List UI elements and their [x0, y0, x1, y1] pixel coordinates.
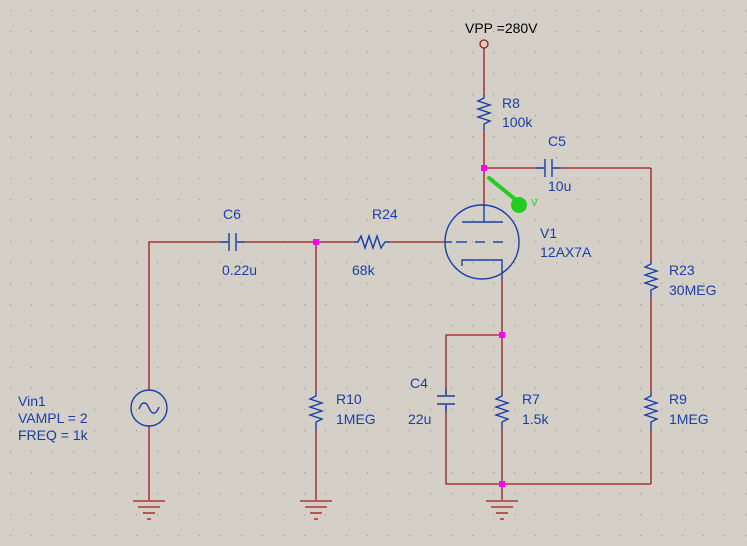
resistor-r10[interactable]: R10 1MEG [307, 391, 376, 430]
r9-name: R9 [669, 391, 687, 407]
source-amplitude: VAMPL = 2 [18, 410, 88, 426]
c6-name: C6 [223, 206, 241, 222]
c5-name: C5 [548, 133, 566, 149]
capacitor-c5[interactable]: C5 10u [536, 133, 571, 194]
node-plate [481, 165, 487, 171]
r10-name: R10 [336, 391, 362, 407]
c6-value: 0.22u [222, 262, 257, 278]
resistor-r8[interactable]: R8 100k [475, 94, 533, 130]
r24-name: R24 [372, 206, 398, 222]
v1-value: 12AX7A [540, 244, 592, 260]
c5-value: 10u [548, 178, 571, 194]
c4-value: 22u [408, 411, 431, 427]
r24-value: 68k [352, 262, 376, 278]
triode-v1[interactable]: V1 12AX7A [444, 204, 592, 280]
source-frequency: FREQ = 1k [18, 427, 89, 443]
capacitor-c4[interactable]: C4 22u [408, 375, 455, 427]
junction-nodes [313, 165, 505, 487]
r10-value: 1MEG [336, 411, 376, 427]
node-ground-return [499, 481, 505, 487]
r7-name: R7 [522, 391, 540, 407]
r8-name: R8 [502, 95, 520, 111]
r23-value: 30MEG [669, 282, 716, 298]
resistor-r24[interactable]: R24 68k [352, 206, 398, 278]
vpp-label: VPP =280V [465, 20, 538, 36]
r23-name: R23 [669, 262, 695, 278]
resistor-r7[interactable]: R7 1.5k [493, 391, 549, 430]
ground-symbol-source [133, 500, 165, 520]
capacitor-c6[interactable]: C6 0.22u [220, 206, 257, 278]
source-name: Vin1 [18, 393, 46, 409]
voltage-probe[interactable]: V [487, 176, 538, 213]
ground-symbol-r10 [300, 500, 332, 520]
r9-value: 1MEG [669, 411, 709, 427]
r7-value: 1.5k [522, 411, 549, 427]
v1-name: V1 [540, 225, 557, 241]
node-cathode [499, 332, 505, 338]
probe-label: V [531, 198, 538, 209]
resistor-r9[interactable]: R9 1MEG [642, 391, 709, 430]
c4-name: C4 [410, 375, 428, 391]
node-grid-input [313, 239, 319, 245]
ground-symbol-cathode [486, 500, 518, 520]
source-vin1[interactable]: Vin1 VAMPL = 2 FREQ = 1k [18, 389, 168, 443]
r8-value: 100k [502, 114, 533, 130]
vpp-terminal[interactable]: VPP =280V [465, 20, 538, 49]
resistor-r23[interactable]: R23 30MEG [642, 260, 716, 298]
